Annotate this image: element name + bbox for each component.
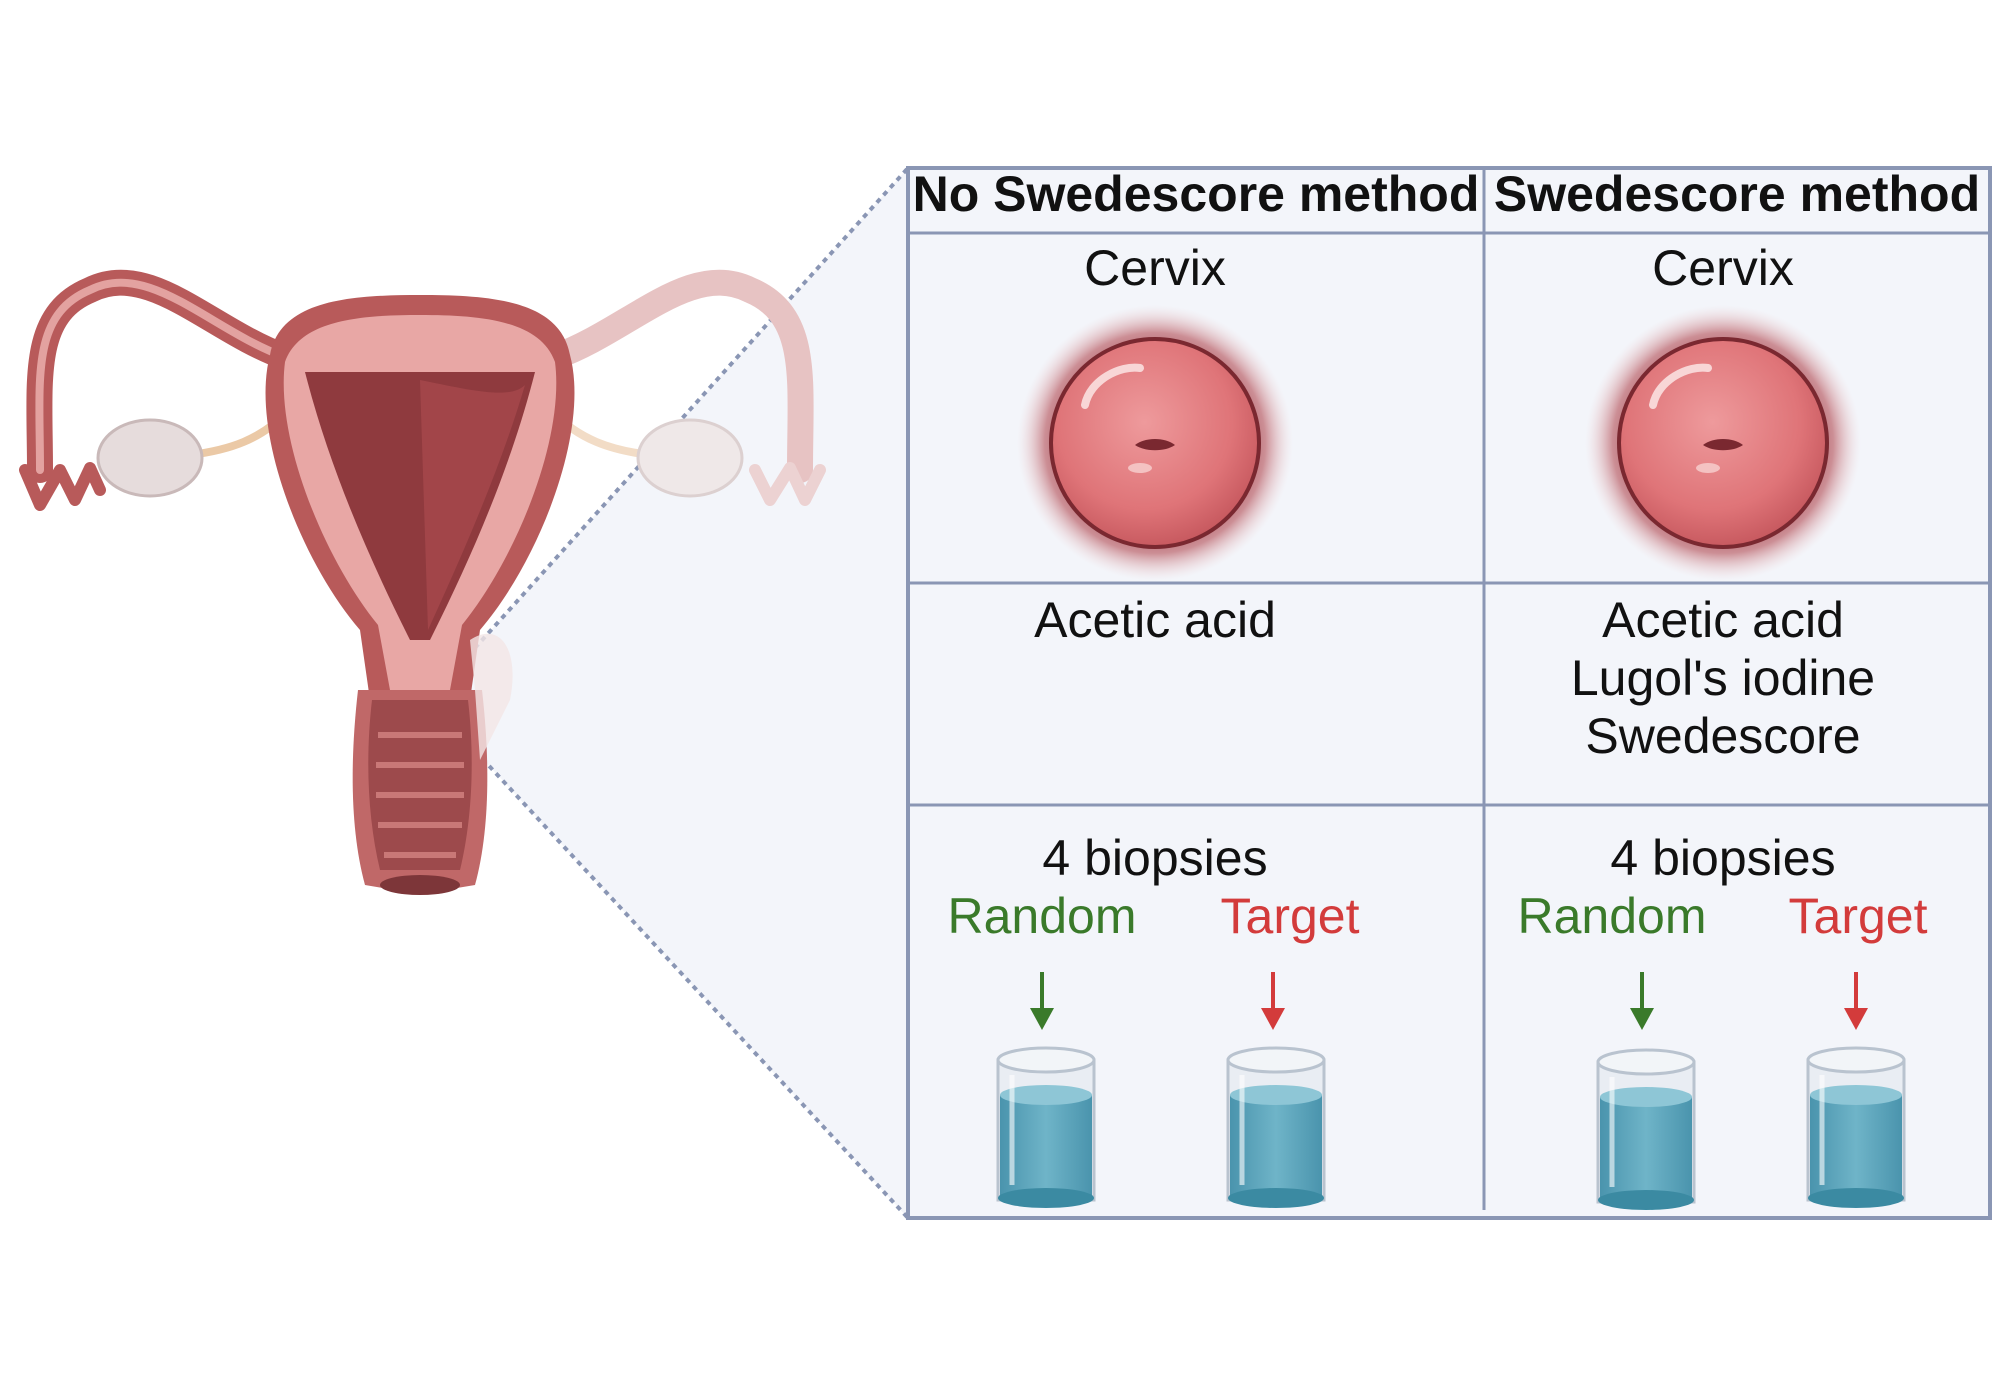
biopsy-count: 4 biopsies xyxy=(1610,830,1835,886)
target-label: Target xyxy=(1221,888,1360,944)
biopsy-count: 4 biopsies xyxy=(1042,830,1267,886)
method-step: Lugol's iodine xyxy=(1571,650,1875,706)
method-step: Acetic acid xyxy=(1034,592,1276,648)
target-label: Target xyxy=(1789,888,1928,944)
random-biopsy-jar-icon xyxy=(996,1046,1096,1208)
left-ovary xyxy=(96,418,204,498)
column-no-swedescore: No Swedescore method Cervix Acetic acid … xyxy=(913,166,1480,1208)
target-biopsy-jar-icon xyxy=(1806,1046,1906,1208)
cervix-label: Cervix xyxy=(1652,240,1794,296)
cervix-label: Cervix xyxy=(1084,240,1226,296)
random-arrow-icon xyxy=(1030,972,1054,1030)
random-arrow-icon xyxy=(1630,972,1654,1030)
random-biopsy-jar-icon xyxy=(1596,1048,1696,1210)
column-heading: No Swedescore method xyxy=(913,166,1480,222)
column-swedescore: Swedescore method Cervix Acetic acid Lug… xyxy=(1494,166,1980,1210)
target-arrow-icon xyxy=(1844,972,1868,1030)
cervix-illustration xyxy=(1017,305,1293,581)
random-label: Random xyxy=(948,888,1137,944)
method-step: Swedescore xyxy=(1585,708,1860,764)
target-arrow-icon xyxy=(1261,972,1285,1030)
target-biopsy-jar-icon xyxy=(1226,1046,1326,1208)
cervix-illustration xyxy=(1585,305,1861,581)
random-label: Random xyxy=(1518,888,1707,944)
method-step: Acetic acid xyxy=(1602,592,1844,648)
uterus-illustration xyxy=(19,269,826,895)
column-heading: Swedescore method xyxy=(1494,166,1980,222)
right-ovary xyxy=(636,418,744,498)
